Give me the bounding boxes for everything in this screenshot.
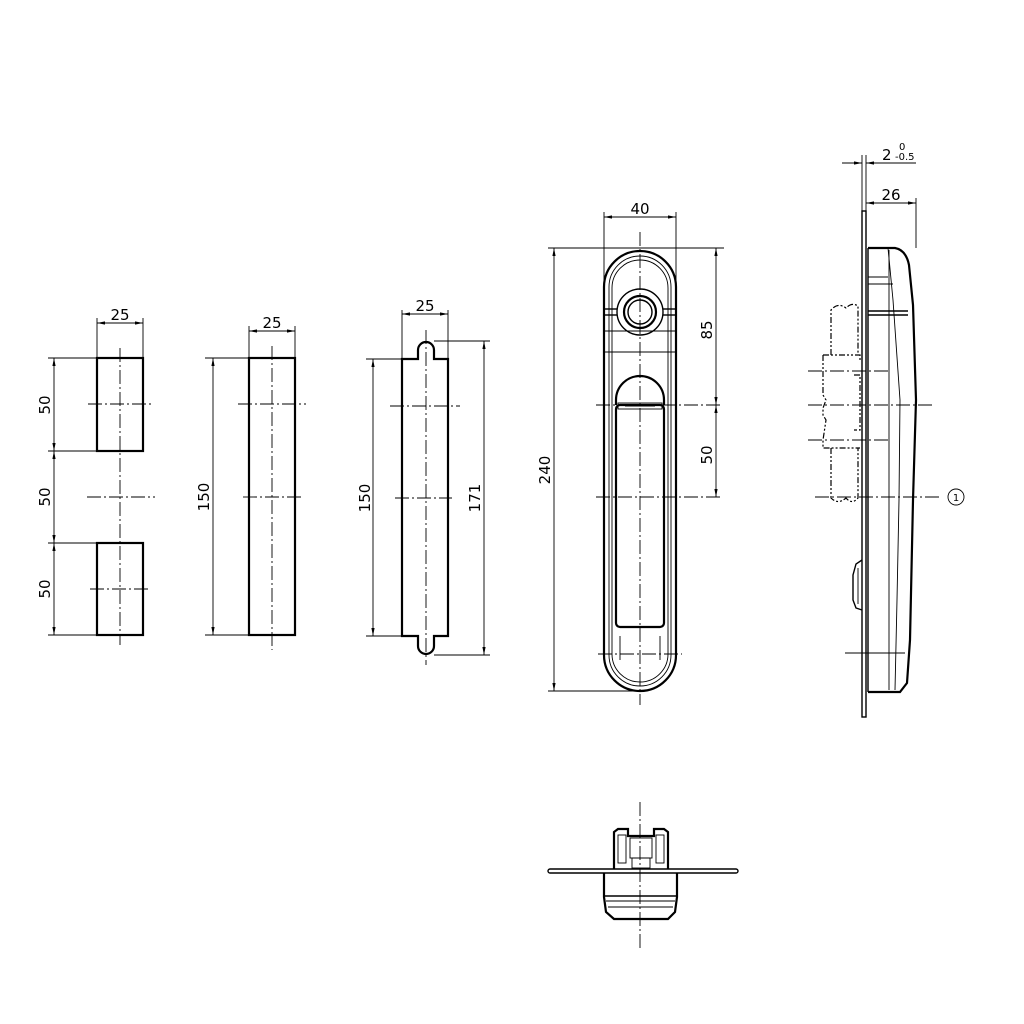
door-panel <box>861 210 867 718</box>
bottom-lock-body <box>612 827 670 869</box>
striker-pair-gap: 50 <box>36 487 54 506</box>
bottom-handle-body <box>602 873 679 921</box>
striker-pair-width-label: 25 <box>110 306 129 324</box>
striker-pair-height-1: 50 <box>36 395 54 414</box>
bottom-panel <box>547 868 739 874</box>
callout-label: 1 <box>953 493 959 504</box>
striker-plate-height-label: 150 <box>195 483 213 512</box>
striker-pair-height-2: 50 <box>36 579 54 598</box>
handle-outer-body <box>602 249 678 693</box>
plate-thickness-lower-tol: -0.5 <box>895 152 915 163</box>
striker-tabs-width-label: 25 <box>415 297 434 315</box>
handle-depth-label: 26 <box>881 186 900 204</box>
striker-plate-width-label: 25 <box>262 314 281 332</box>
plate-thickness-upper-tol: 0 <box>899 142 905 153</box>
handle-side-profile <box>868 246 918 694</box>
striker-plate-view: 25 150 <box>195 314 306 650</box>
handle-lower-offset-label: 50 <box>698 445 716 464</box>
striker-plate-tabs-view: 25 150 171 <box>356 297 490 665</box>
plate-thickness-label: 2 <box>882 146 892 164</box>
striker-tabs-overall-height-label: 171 <box>466 484 484 513</box>
striker-tabs-body-height-label: 150 <box>356 484 374 513</box>
handle-front-view: 40 240 85 50 <box>536 200 724 705</box>
striker-pair-view: 25 50 50 50 <box>36 306 155 645</box>
handle-bottom-view <box>547 802 739 948</box>
handle-side-view: 1 2 0 -0.5 26 <box>808 142 965 718</box>
striker-tabs-outline <box>400 340 450 656</box>
handle-width-label: 40 <box>630 200 649 218</box>
handle-upper-offset-label: 85 <box>698 320 716 339</box>
lock-body-phantom <box>822 303 861 503</box>
handle-height-label: 240 <box>536 456 554 485</box>
callout-circle <box>947 488 965 506</box>
